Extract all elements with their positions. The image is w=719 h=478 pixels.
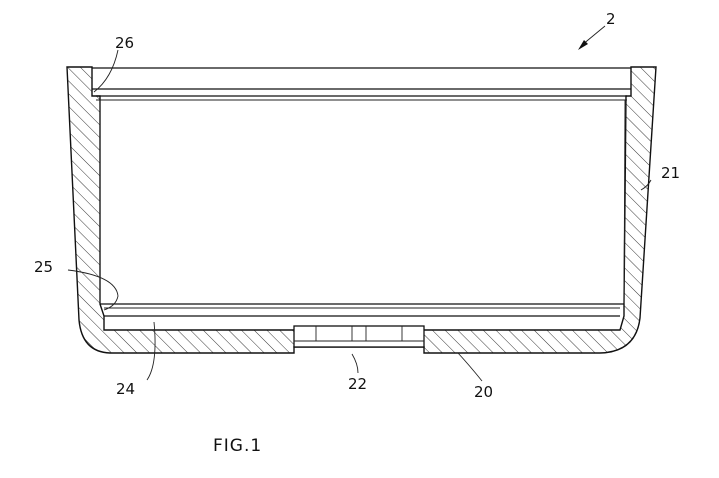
label-bottom-wall: 20 — [474, 383, 493, 401]
container-wall-section — [66, 66, 657, 354]
leader-lines — [67, 49, 652, 382]
lower-step — [100, 303, 624, 317]
inner-wall-right — [623, 99, 626, 305]
label-bottom-surface: 24 — [116, 380, 135, 398]
bottom-boss — [293, 325, 425, 348]
assembly-arrow — [578, 25, 606, 50]
label-lower-step: 25 — [34, 258, 53, 276]
label-upper-step: 26 — [115, 34, 134, 52]
upper-groove — [92, 88, 631, 101]
label-assembly: 2 — [606, 10, 616, 28]
figure-caption: FIG.1 — [213, 436, 262, 456]
label-boss: 22 — [348, 375, 367, 393]
label-side-wall: 21 — [661, 164, 680, 182]
